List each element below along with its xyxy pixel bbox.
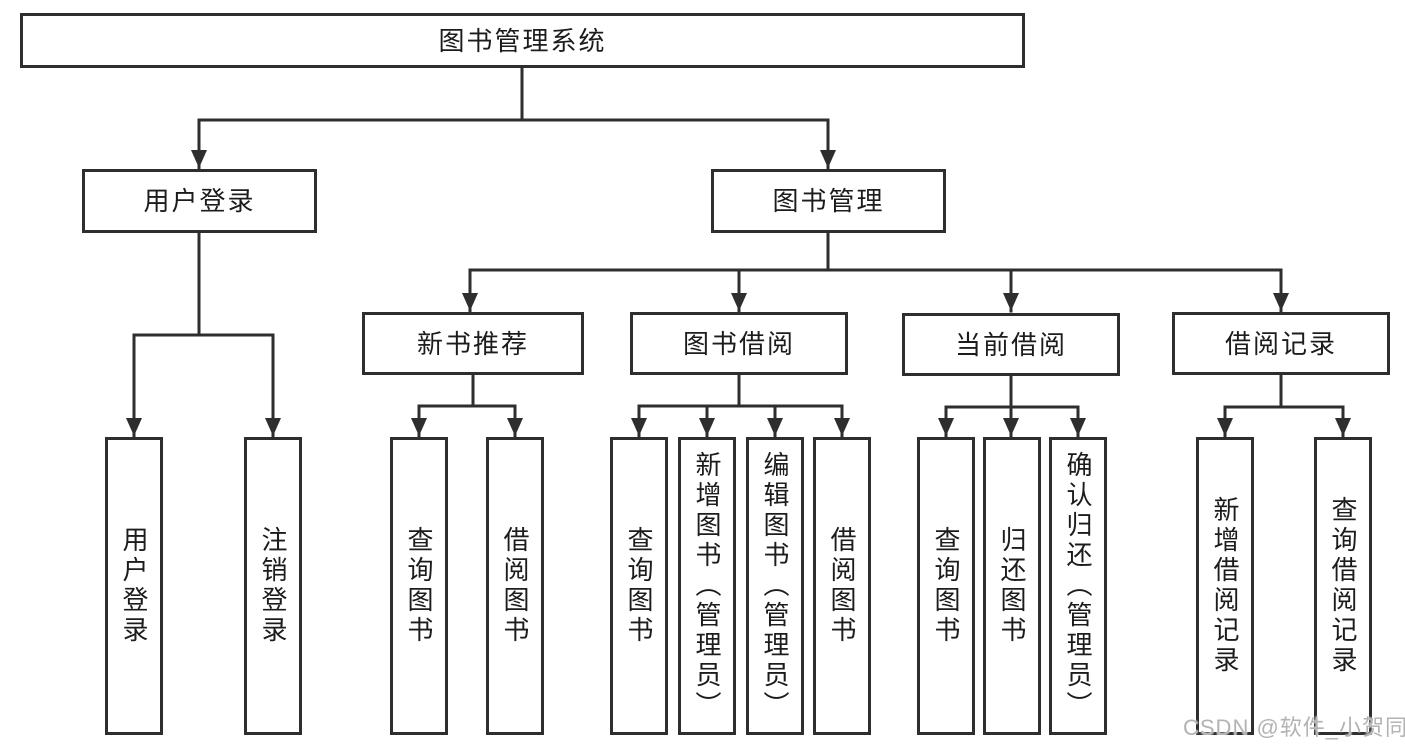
node-library-management-system: 图书管理系统 bbox=[20, 13, 1025, 68]
leaf-confirm-return-admin: 确认归还（管理员） bbox=[1049, 437, 1107, 735]
node-current-borrow: 当前借阅 bbox=[902, 313, 1120, 376]
node-book-borrow: 图书借阅 bbox=[630, 312, 848, 375]
leaf-user-login: 用户登录 bbox=[105, 437, 163, 735]
leaf-query-borrow-record: 查询借阅记录 bbox=[1314, 437, 1372, 735]
leaf-query-books-recommend: 查询图书 bbox=[390, 437, 448, 735]
leaf-logout: 注销登录 bbox=[244, 437, 302, 735]
leaf-edit-books-admin: 编辑图书（管理员） bbox=[746, 437, 804, 735]
node-borrow-records: 借阅记录 bbox=[1172, 312, 1390, 375]
leaf-add-books-admin: 新增图书（管理员） bbox=[678, 437, 736, 735]
leaf-add-borrow-record: 新增借阅记录 bbox=[1196, 437, 1254, 735]
node-user-login: 用户登录 bbox=[82, 169, 317, 233]
node-book-management: 图书管理 bbox=[711, 169, 946, 233]
node-new-book-recommend: 新书推荐 bbox=[362, 312, 584, 375]
leaf-borrow-books-recommend: 借阅图书 bbox=[486, 437, 544, 735]
leaf-return-books: 归还图书 bbox=[983, 437, 1041, 735]
leaf-borrow-books: 借阅图书 bbox=[813, 437, 871, 735]
csdn-watermark: CSDN @软件_小贺同学 bbox=[1183, 715, 1405, 740]
leaf-query-books-current: 查询图书 bbox=[917, 437, 975, 735]
leaf-query-books-borrow: 查询图书 bbox=[610, 437, 668, 735]
